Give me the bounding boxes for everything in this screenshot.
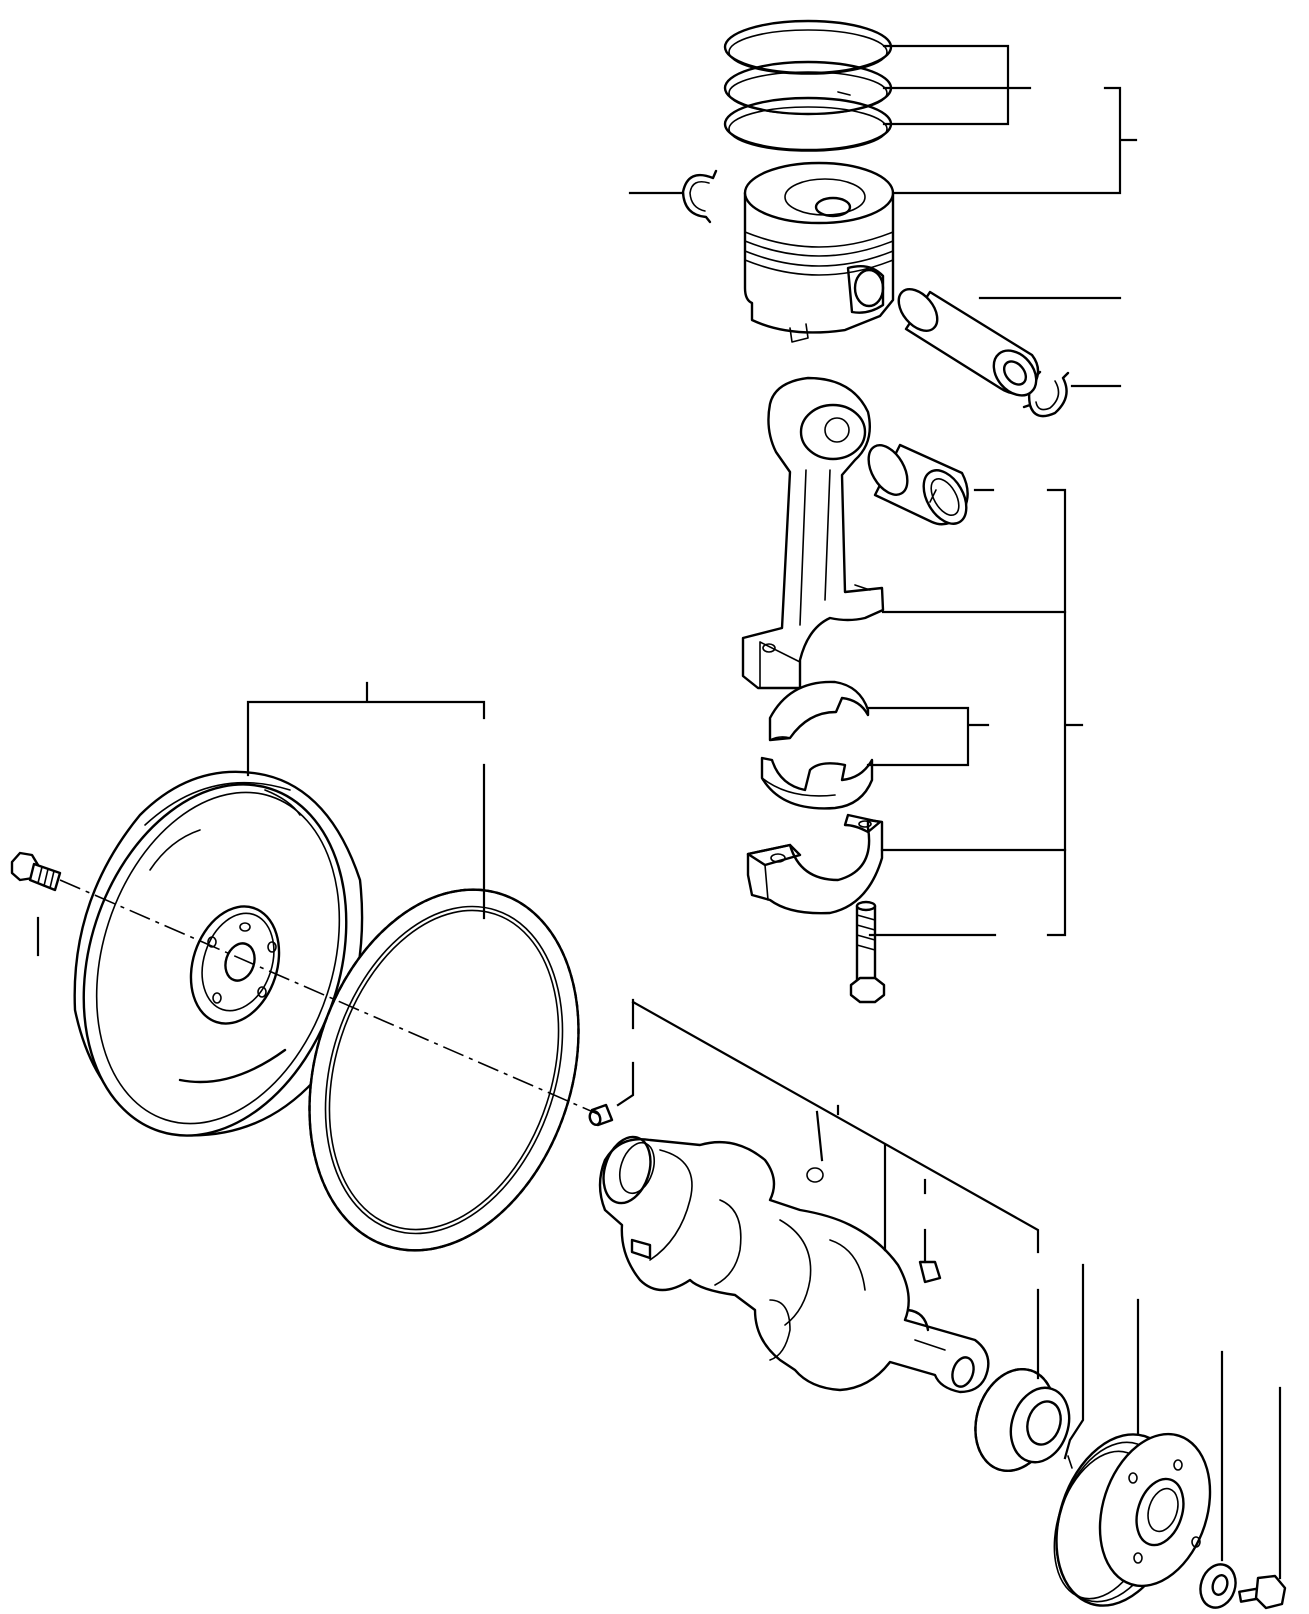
pulley-bolt — [1238, 1574, 1287, 1610]
crank-pulley — [1053, 1432, 1212, 1607]
assembly-centerline — [59, 879, 601, 1116]
ring-gear — [308, 888, 580, 1252]
rod-bearing-shells — [760, 680, 874, 810]
piston-pin-circlip — [681, 169, 718, 224]
flywheel — [73, 770, 364, 1137]
piston — [743, 161, 895, 343]
rod-bolt — [849, 900, 886, 1004]
dowel-pin — [588, 1103, 614, 1127]
washer — [1199, 1563, 1237, 1609]
crank-gear — [974, 1367, 1071, 1473]
piston-pin — [897, 288, 1040, 397]
leader-lines — [36, 44, 1282, 1580]
small-end-bushing — [867, 443, 969, 526]
piston-ring-set — [723, 19, 893, 152]
flywheel-bolt — [10, 851, 62, 892]
woodruff-key — [918, 1260, 942, 1284]
crankshaft — [598, 1135, 990, 1394]
connecting-rod — [741, 376, 885, 690]
rod-cap — [746, 813, 884, 915]
